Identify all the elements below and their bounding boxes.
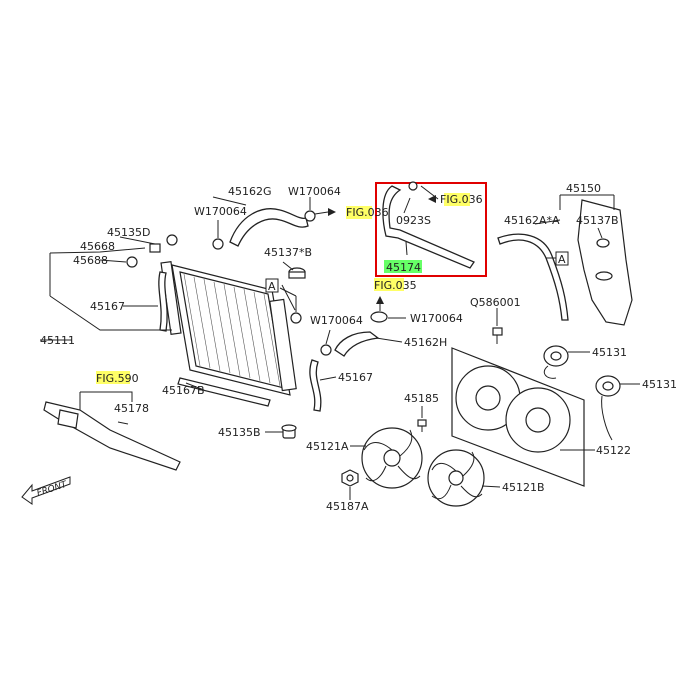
label-fig035: FIG.035 <box>374 279 417 292</box>
clamp-w170064-b <box>304 210 316 222</box>
label-45162h: 45162H <box>404 336 447 349</box>
fig035-highlight <box>374 278 404 291</box>
marker-a1-box <box>265 278 279 293</box>
bracket-45178 <box>43 401 181 471</box>
marker-a2-box <box>555 251 569 266</box>
fig036-a-highlight <box>346 206 372 219</box>
fan-motor-b <box>595 375 621 441</box>
fig-arrows <box>328 195 436 304</box>
fig590-highlight <box>96 371 130 384</box>
reservoir-tank <box>577 199 633 326</box>
label-45187a: 45187A <box>326 500 369 513</box>
label-w170064-c: W170064 <box>310 314 363 327</box>
front-arrow <box>21 476 71 505</box>
label-45162g: 45162G <box>228 185 272 198</box>
clip-0923s <box>408 181 418 191</box>
callout-box-45174 <box>375 182 487 277</box>
label-45137b-star: 45137*B <box>264 246 312 259</box>
radiator-cap <box>288 267 306 279</box>
drain-cock-45135d <box>149 243 161 253</box>
label-45167-left: 45167 <box>90 300 125 313</box>
marker-a1: A <box>268 280 276 293</box>
hose-45162g <box>229 208 309 247</box>
fan-shroud <box>451 347 585 487</box>
label-45121a: 45121A <box>306 440 349 453</box>
p45174-highlight <box>384 260 422 273</box>
hose-45162h <box>334 331 380 357</box>
marker-a2: A <box>558 253 566 266</box>
label-45135d: 45135D <box>107 226 150 239</box>
label-fig590: FIG.590 <box>96 372 139 385</box>
label-45150: 45150 <box>566 182 601 195</box>
label-45162a: 45162A*A <box>504 214 560 227</box>
fig036-b-highlight <box>444 193 470 206</box>
hose-45162a <box>497 233 569 321</box>
label-fig036-b: FIG.036 <box>440 193 483 206</box>
label-w170064-d: W170064 <box>410 312 463 325</box>
fan-blade-b <box>427 449 485 507</box>
label-45178: 45178 <box>114 402 149 415</box>
label-w170064-a: W170064 <box>288 185 341 198</box>
label-45135b: 45135B <box>218 426 261 439</box>
label-45111: 45111 <box>40 334 75 347</box>
label-w170064-b: W170064 <box>194 205 247 218</box>
hose-45167-right <box>309 359 322 412</box>
nut-45187a <box>341 469 359 487</box>
drain-plug <box>166 234 178 246</box>
label-45167b: 45167B <box>162 384 205 397</box>
seal-strip-45167b <box>177 377 271 407</box>
label-45131-a: 45131 <box>592 346 627 359</box>
gasket-45688 <box>126 256 138 268</box>
label-45137b: 45137B <box>576 214 619 227</box>
label-0923s: 0923S <box>396 214 431 227</box>
label-q586001: Q586001 <box>470 296 521 309</box>
label-45174: 45174 <box>386 261 421 274</box>
bolt-q586001 <box>492 327 503 344</box>
leader-lines <box>40 185 640 500</box>
label-45167-right: 45167 <box>338 371 373 384</box>
clamp-w170064-d <box>370 311 388 323</box>
label-45122: 45122 <box>596 444 631 457</box>
label-45131-b: 45131 <box>642 378 677 391</box>
label-45668: 45668 <box>80 240 115 253</box>
radiator <box>160 234 302 396</box>
hose-45167-left <box>158 271 168 332</box>
hose-45174 <box>382 185 475 269</box>
clamp-w170064-c <box>320 344 332 356</box>
label-45688: 45688 <box>73 254 108 267</box>
fan-blade-a <box>361 427 423 489</box>
label-45121b: 45121B <box>502 481 545 494</box>
label-fig036-a: FIG.036 <box>346 206 389 219</box>
label-45185: 45185 <box>404 392 439 405</box>
label-front: FRONT <box>36 480 70 499</box>
bolt-45185 <box>417 419 427 432</box>
mount-45135b <box>281 424 297 439</box>
clamp-w170064-a <box>212 238 224 250</box>
fan-motor-a <box>543 345 569 379</box>
